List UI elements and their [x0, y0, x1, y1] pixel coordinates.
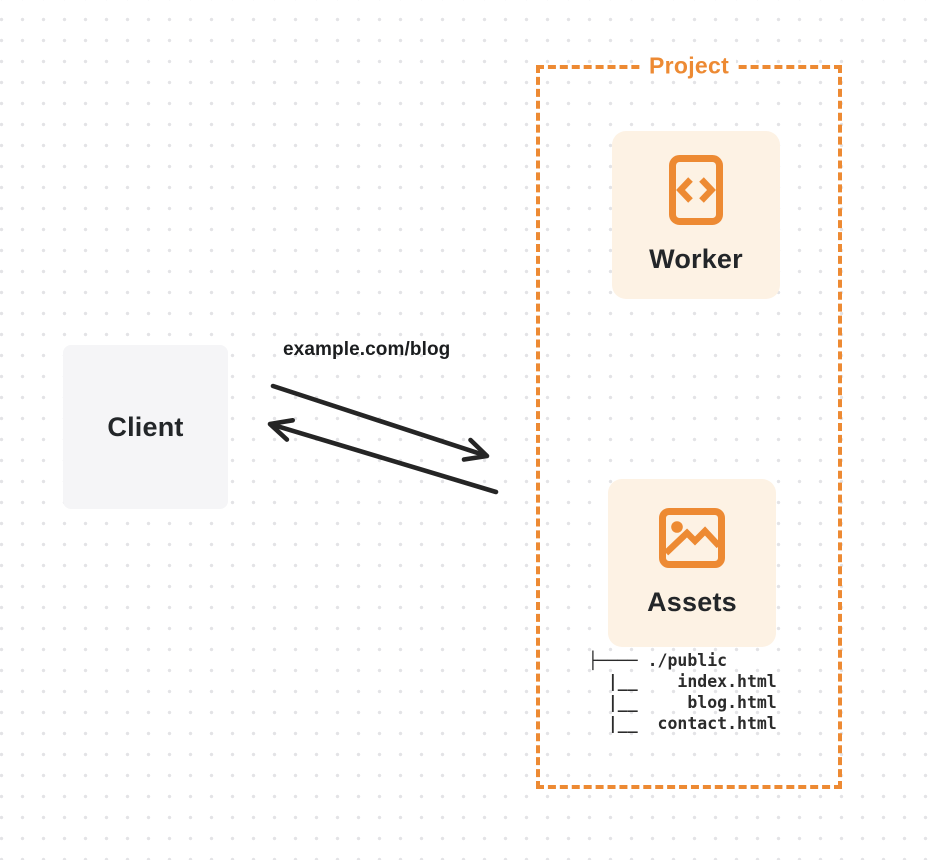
request-arrow [270, 383, 490, 462]
worker-card: Worker [612, 131, 780, 299]
code-file-icon [669, 155, 723, 225]
request-url-label: example.com/blog [283, 339, 451, 360]
worker-label: Worker [649, 244, 743, 274]
client-label: Client [107, 411, 184, 442]
project-container: Project Worker Assets ├──── ./public |__… [536, 52, 842, 789]
response-arrow [267, 417, 499, 495]
assets-card: Assets [608, 479, 776, 647]
client-box: Client [63, 345, 228, 509]
project-label: Project [641, 52, 737, 80]
image-icon [659, 508, 725, 568]
assets-label: Assets [647, 587, 737, 617]
assets-file-tree: ├──── ./public |__ index.html |__ blog.h… [588, 651, 777, 733]
